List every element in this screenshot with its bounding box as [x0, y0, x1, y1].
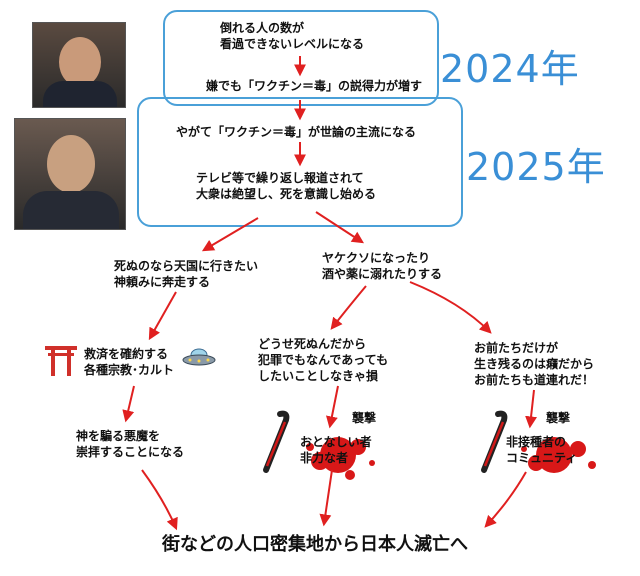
blood-splatter-icon [306, 437, 375, 480]
box2025-line2: テレビ等で繰り返し報道されて 大衆は絶望し、死を意識し始める [196, 171, 377, 201]
ufo-icon [182, 346, 216, 372]
far-right-attack-label: 襲撃 [546, 411, 571, 425]
crowbar-icon [263, 410, 290, 473]
year-label-2025: 2025年 [466, 145, 606, 189]
year-label-2024: 2024年 [440, 47, 580, 91]
arrow-revenge-to-attack [525, 389, 538, 429]
middle-node-1: どうせ死ぬんだから 犯罪でもなんであっても したいことしなきゃ損 [258, 337, 389, 383]
box2024-line1: 倒れる人の数が 看過できないレベルになる [220, 21, 365, 51]
arrow-left-to-religion [148, 291, 177, 341]
conclusion-text: 街などの人口密集地から日本人滅亡へ [162, 534, 468, 555]
arrow-right-to-crime [330, 285, 367, 330]
box-2025 [137, 97, 463, 227]
arrow-crime-to-end [319, 469, 333, 527]
portrait-bottom [14, 118, 126, 230]
arrow-religion-to-demon [122, 385, 135, 423]
arrow-demon-to-end [141, 469, 178, 531]
left-node-3: 神を騙る悪魔を 崇拝することになる [76, 429, 185, 459]
middle-attack-label: 襲撃 [352, 411, 377, 425]
arrow-crime-to-attack [325, 385, 339, 429]
box2024-line2: 嫌でも「ワクチン＝毒」の説得力が増す [206, 79, 423, 93]
far-right-node-1: お前たちだけが 生き残るのは癪だから お前たちも道連れだ！ [474, 341, 595, 387]
arrow-revenge-to-end [484, 471, 527, 528]
crowbar-icon [481, 410, 508, 473]
arrow-to-left-branch [201, 217, 259, 252]
torii-gate-icon [44, 344, 78, 380]
far-right-victim: 非接種者の コミュニティ [506, 435, 578, 465]
right-node-1: ヤケクソになったり 酒や薬に溺れたりする [322, 251, 443, 281]
arrow-to-right-branch [315, 211, 365, 244]
box2025-line1: やがて「ワクチン＝毒」が世論の主流になる [176, 125, 417, 139]
arrow-right-to-revenge [409, 281, 492, 334]
blood-splatter-icon [521, 437, 596, 473]
middle-victim: おとなしい者 非力な者 [300, 435, 372, 465]
left-node-1: 死ぬのなら天国に行きたい 神頼みに奔走する [114, 259, 259, 289]
left-node-2: 救済を確約する 各種宗教･カルト [84, 347, 175, 377]
portrait-top [32, 22, 126, 108]
